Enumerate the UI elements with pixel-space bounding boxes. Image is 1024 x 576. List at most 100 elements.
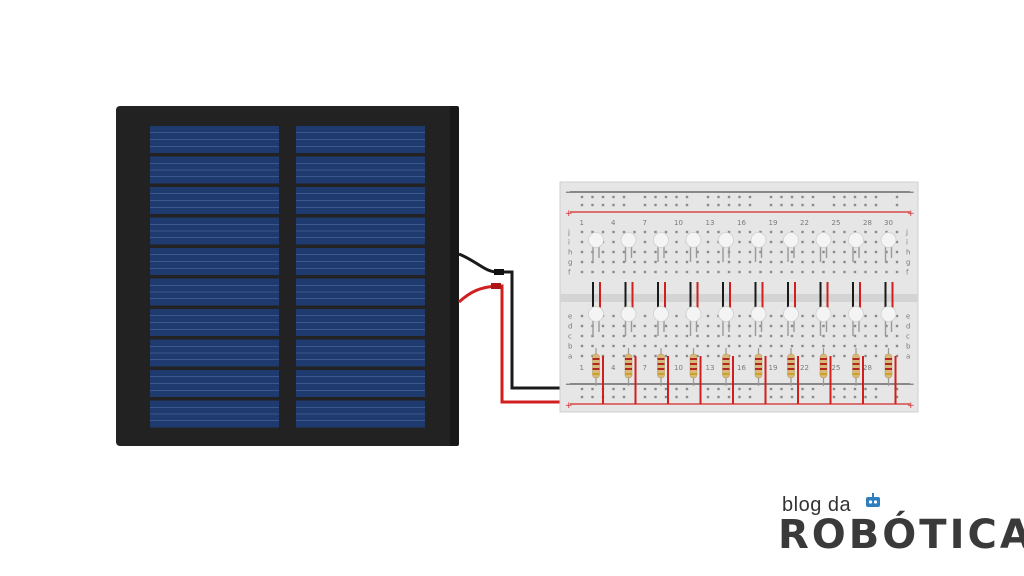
led[interactable] xyxy=(620,232,637,248)
led[interactable] xyxy=(653,306,669,322)
resistor-band xyxy=(755,363,762,365)
resistor-band xyxy=(657,358,665,360)
row-letter: g xyxy=(568,259,572,267)
resistor-band xyxy=(885,363,892,365)
resistor-band xyxy=(787,368,795,370)
led[interactable] xyxy=(685,306,702,322)
row-letter: h xyxy=(568,249,572,257)
hole xyxy=(612,203,615,207)
led[interactable] xyxy=(620,306,637,322)
led[interactable] xyxy=(750,232,767,248)
hole xyxy=(864,344,867,348)
resistor-band xyxy=(625,358,632,360)
led[interactable] xyxy=(815,232,832,248)
hole xyxy=(591,195,594,199)
hole xyxy=(654,387,657,391)
hole xyxy=(769,240,773,244)
hole xyxy=(696,324,699,328)
hole xyxy=(601,250,605,254)
hole xyxy=(633,230,636,234)
hole xyxy=(738,395,741,399)
led[interactable] xyxy=(815,306,832,322)
hole xyxy=(706,334,710,338)
hole xyxy=(580,324,584,328)
hole xyxy=(675,324,678,328)
hole xyxy=(643,240,647,244)
red-wire[interactable] xyxy=(457,284,585,404)
hole xyxy=(822,250,825,254)
rail-minus-bottom-left: − xyxy=(565,380,573,390)
hole xyxy=(643,260,647,264)
led[interactable] xyxy=(880,306,897,322)
column-number: 22 xyxy=(800,219,809,227)
resistor-band xyxy=(690,368,697,370)
led[interactable] xyxy=(750,306,767,322)
led[interactable] xyxy=(848,306,864,322)
hole xyxy=(822,270,825,274)
hole xyxy=(801,387,804,391)
hole xyxy=(874,230,878,234)
solar-panel xyxy=(116,106,459,446)
resistor-band xyxy=(852,368,860,370)
led[interactable] xyxy=(718,232,734,248)
hole xyxy=(643,230,647,234)
led[interactable] xyxy=(685,232,702,248)
hole xyxy=(874,344,878,348)
hole xyxy=(895,270,899,274)
hole xyxy=(780,250,783,254)
led[interactable] xyxy=(588,306,604,322)
row-letter: e xyxy=(906,313,910,321)
hole xyxy=(601,270,605,274)
hole xyxy=(717,230,720,234)
hole xyxy=(801,395,804,399)
column-number: 10 xyxy=(674,219,683,227)
hole xyxy=(853,344,857,348)
hole xyxy=(748,324,752,328)
logo-small-text: blog da xyxy=(782,494,852,516)
led[interactable] xyxy=(783,306,799,322)
hole xyxy=(601,334,605,338)
hole xyxy=(853,324,857,328)
led[interactable] xyxy=(848,232,864,248)
hole xyxy=(664,334,668,338)
hole xyxy=(811,230,815,234)
components xyxy=(588,232,897,404)
hole xyxy=(801,195,804,199)
black-wire[interactable] xyxy=(458,252,585,390)
hole xyxy=(612,230,615,234)
hole xyxy=(654,250,657,254)
hole xyxy=(675,314,678,318)
rail-minus-top-right: − xyxy=(907,188,915,198)
hole xyxy=(790,324,794,328)
resistor-band xyxy=(722,368,730,370)
led[interactable] xyxy=(783,232,799,248)
hole xyxy=(790,203,794,207)
hole xyxy=(727,387,731,391)
hole xyxy=(664,250,668,254)
hole xyxy=(790,334,794,338)
hole xyxy=(885,250,888,254)
row-letter: c xyxy=(906,333,910,341)
led[interactable] xyxy=(718,306,734,322)
hole xyxy=(832,344,836,348)
hole xyxy=(591,230,594,234)
hole xyxy=(790,250,794,254)
hole xyxy=(769,250,773,254)
hole xyxy=(664,195,668,199)
led[interactable] xyxy=(880,232,897,248)
hole xyxy=(738,240,741,244)
hole xyxy=(780,260,783,264)
column-number: 10 xyxy=(674,364,683,372)
black-wire-sleeve xyxy=(494,269,504,275)
hole xyxy=(580,260,584,264)
hole xyxy=(727,395,731,399)
hole xyxy=(811,324,815,328)
led[interactable] xyxy=(653,232,669,248)
hole xyxy=(769,270,773,274)
hole xyxy=(759,250,762,254)
hole xyxy=(675,334,678,338)
row-letter: a xyxy=(568,353,572,361)
led[interactable] xyxy=(588,232,604,248)
hole xyxy=(895,230,899,234)
hole xyxy=(685,334,689,338)
